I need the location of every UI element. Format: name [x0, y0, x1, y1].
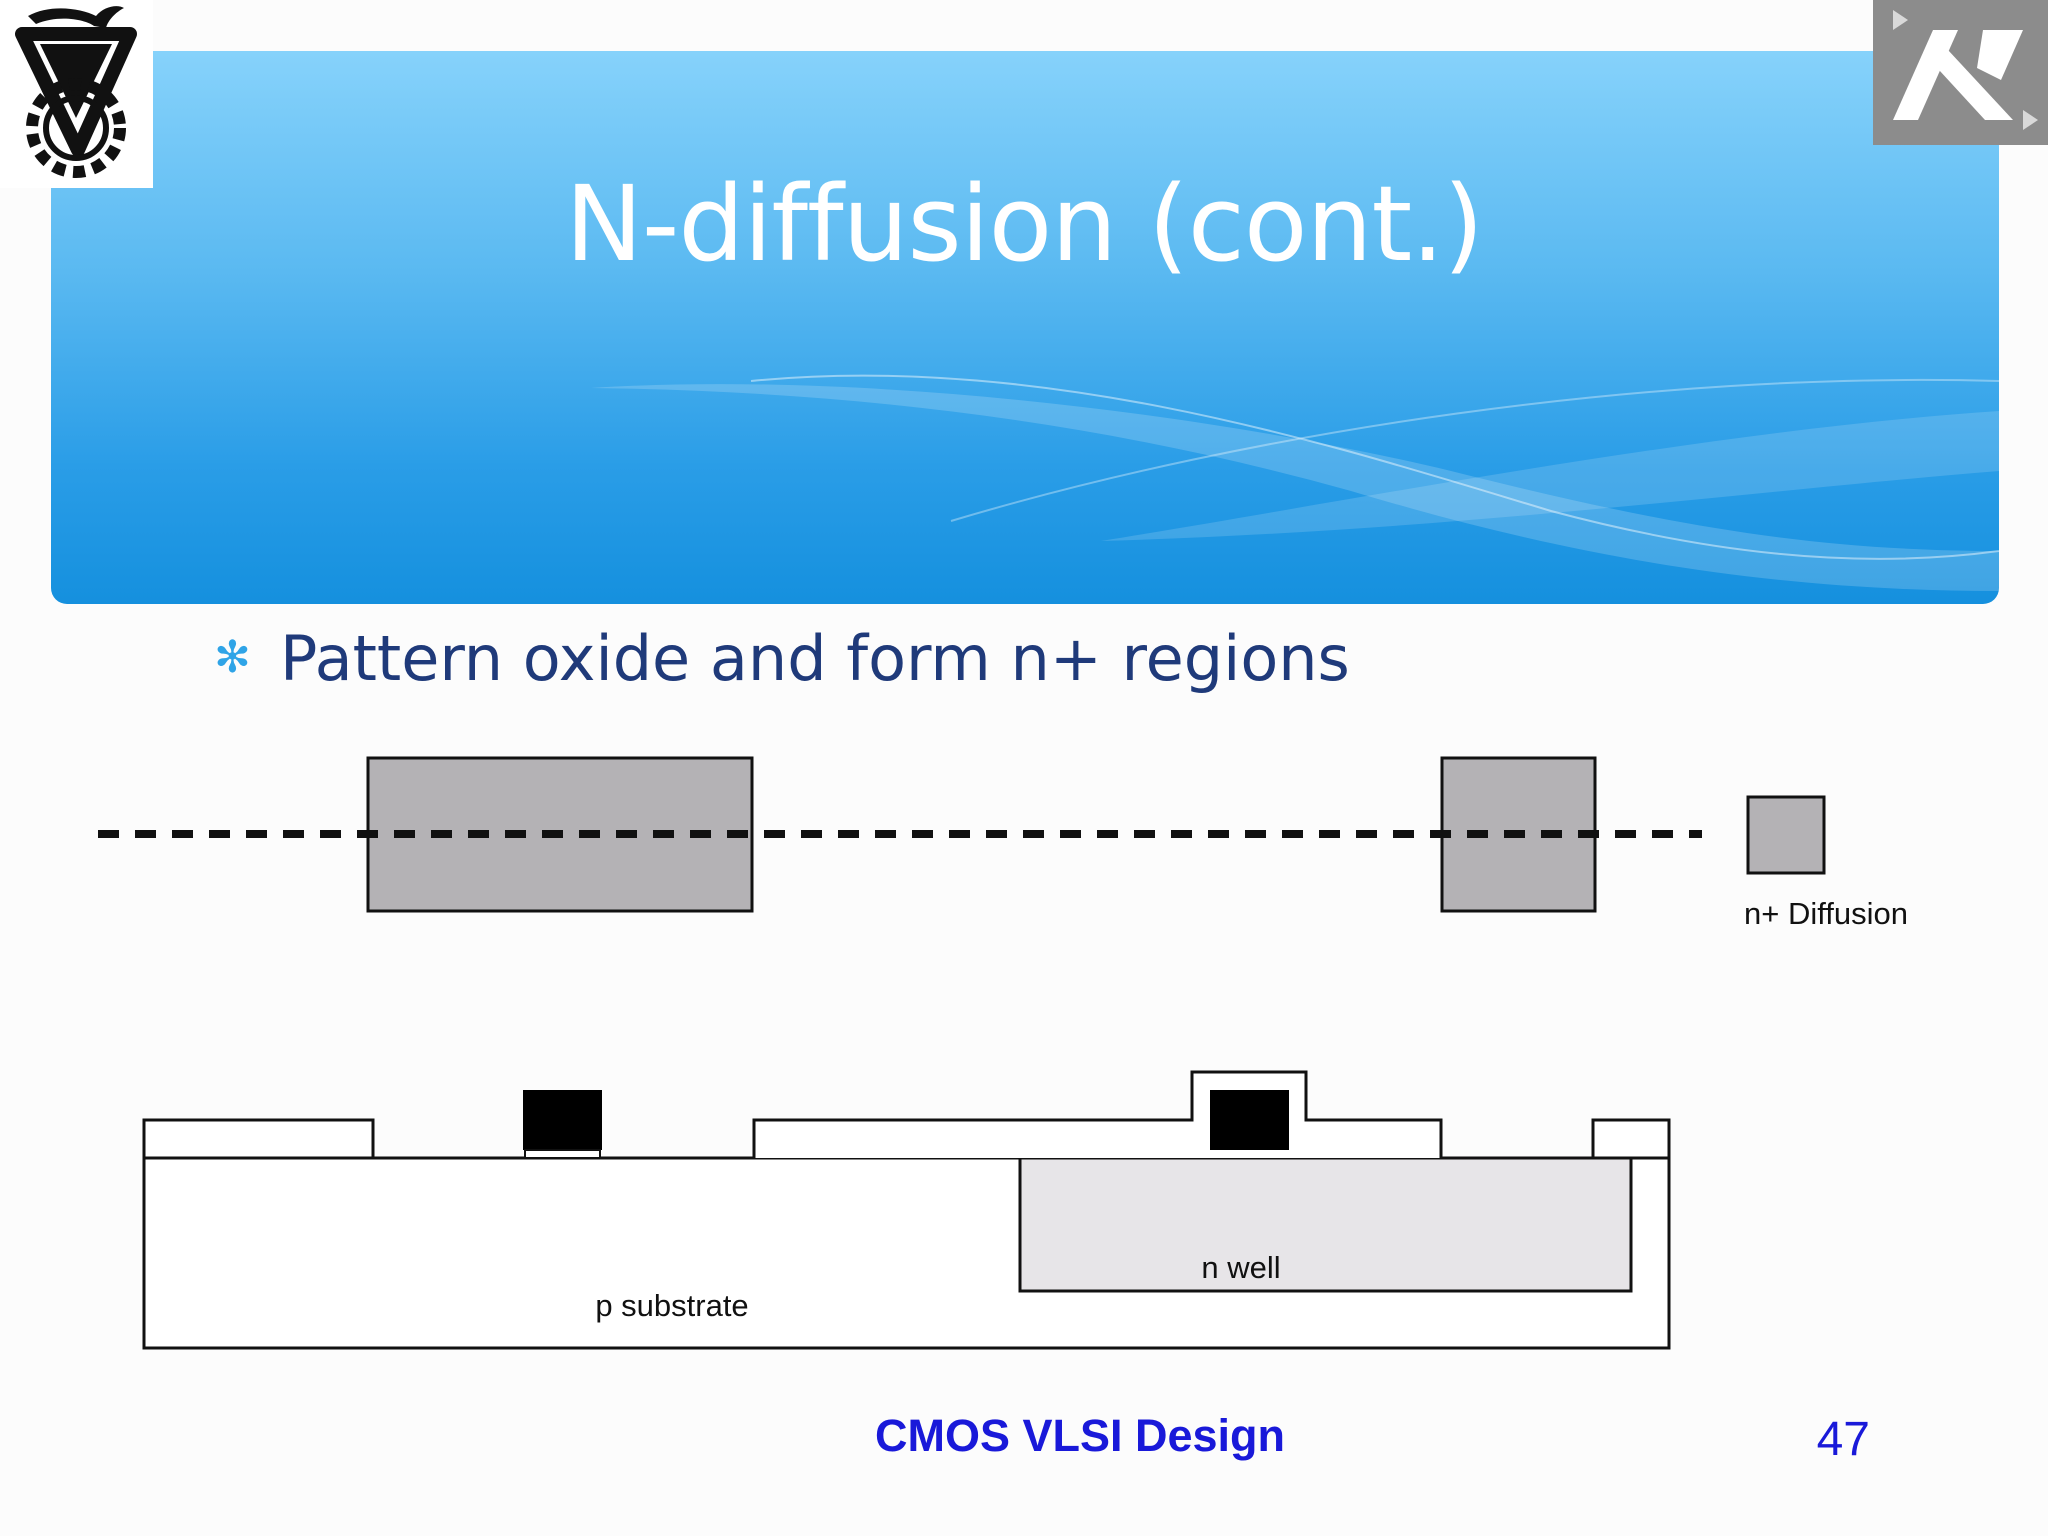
legend-label-n-diffusion: n+ Diffusion: [1744, 896, 1908, 931]
technion-logo-icon: [15, 6, 137, 178]
gate-oxide-nmos: [524, 1149, 601, 1159]
aleph-logo-icon: [1893, 10, 2038, 130]
title-banner: [51, 51, 1999, 604]
p-substrate-label: p substrate: [595, 1288, 748, 1323]
footer-course-title: CMOS VLSI Design: [874, 1410, 1286, 1461]
bullet-item: ✻ Pattern oxide and form n+ regions: [214, 618, 1350, 698]
page-number: 47: [1816, 1413, 1870, 1466]
bullet-text: Pattern oxide and form n+ regions: [280, 621, 1350, 695]
slide-title: N-diffusion (cont.): [565, 163, 1484, 285]
n-well-label: n well: [1201, 1250, 1280, 1285]
university-logo: [1873, 0, 2048, 145]
oxide-segment-1: [142, 1118, 375, 1160]
oxide-segment-3: [1591, 1118, 1671, 1160]
gate-nmos: [523, 1090, 602, 1150]
oxide-segment-2: [752, 1070, 1443, 1158]
n-well: [1018, 1156, 1633, 1293]
asterisk-bullet-icon: ✻: [214, 632, 251, 683]
banner-wave-decoration: [591, 374, 1999, 591]
legend-swatch-n-diffusion: [1746, 795, 1826, 875]
technion-logo: [0, 0, 153, 188]
gate-pmos: [1210, 1090, 1289, 1150]
